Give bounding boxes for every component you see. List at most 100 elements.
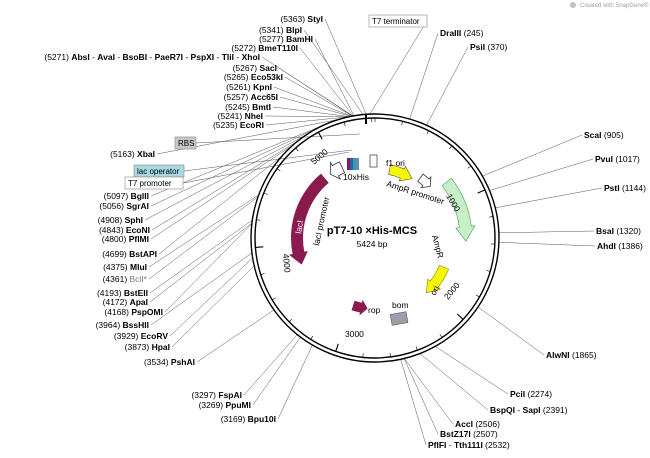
restriction-site[interactable]: BstZ17I (2507) [440,429,498,439]
restriction-site[interactable]: (5257) Acc65I [224,92,278,102]
leader-line [265,116,349,126]
site-position: (5257) [224,92,251,102]
restriction-site[interactable]: (5272) BmeT110I [231,43,298,53]
restriction-site[interactable]: (5267) SacI [233,63,277,73]
feature-bom[interactable] [389,311,409,326]
restriction-site[interactable]: (3964) BssHII [96,320,149,330]
leader-line [264,115,349,118]
site-position: (2506) [473,419,500,429]
tick-mark [426,130,429,135]
restriction-site[interactable]: (5056) SgrAI [99,201,149,211]
feature-label-laci: lacI [293,220,305,235]
leader-line [149,222,253,303]
tick-mark [439,334,443,338]
feature-small-box[interactable] [369,154,378,168]
tick-mark [489,216,494,218]
label-rbs[interactable]: RBS [174,136,197,150]
site-enzyme-name: BmeT110I [258,43,298,53]
tick-mark [260,273,265,275]
feature-f1-ori[interactable] [388,164,413,182]
site-position: (245) [461,28,483,38]
restriction-site[interactable]: (4699) BstAPI [102,249,157,259]
leader-line [171,265,255,348]
site-enzyme-name: BmtI [252,102,271,112]
feature-ampr[interactable] [441,177,476,242]
restriction-site[interactable]: ScaI (905) [584,130,624,140]
restriction-site[interactable]: (4800) PflMI [102,234,149,244]
restriction-site[interactable]: (3873) HpaI [125,342,170,352]
restriction-site[interactable]: BspQI - SapI (2391) [490,405,568,415]
leader-line [495,187,603,209]
restriction-site[interactable]: (4193) BstEII [97,288,148,298]
leader-line [299,47,354,117]
restriction-site[interactable]: (5271) AbsI - AvaI - BsoBI - PaeR7I - Ps… [44,52,260,62]
restriction-site[interactable]: (5163) XbaI [110,149,155,159]
site-enzyme-name: BclI* [130,274,148,284]
feature-laci-promoter[interactable] [329,161,346,181]
tick-mark [295,147,299,152]
feature-ampr-promoter[interactable] [417,173,432,189]
restriction-site[interactable]: (4375) MluI [103,262,147,272]
restriction-site[interactable]: (5245) BmtI [225,102,271,112]
leader-line [183,149,353,172]
restriction-site[interactable]: (4168) PspOMI [104,307,163,317]
restriction-site[interactable]: (4172) ApaI [103,297,148,307]
restriction-site[interactable]: AhdI (1386) [597,241,643,251]
restriction-site[interactable]: (4843) EcoNI [99,225,150,235]
restriction-site[interactable]: PflFI - Tth111I (2532) [428,440,510,450]
restriction-site[interactable]: AlwNI (1865) [546,350,597,360]
restriction-site[interactable]: (3534) PshAI [144,357,195,367]
restriction-site-label: (3534) PshAI [144,357,195,367]
site-position: (1144) [620,183,646,193]
site-position: (5341) [259,25,286,35]
restriction-site[interactable]: (5235) EcoRI [213,120,264,130]
restriction-site[interactable]: (5265) Eco53kI [224,72,283,82]
tick-mark [272,297,276,301]
leader-line [272,106,350,117]
restriction-site[interactable]: (5277) BamHI [259,34,313,44]
leader-line [150,144,294,240]
restriction-site-label: (3964) BssHII [96,320,149,330]
restriction-site-label: (5261) KpnI [226,82,272,92]
restriction-site[interactable]: PstI (1144) [604,183,646,193]
label-t7-terminator[interactable]: T7 terminator [368,14,428,28]
tick-mark [389,352,391,358]
restriction-site[interactable]: DraIII (245) [440,28,484,38]
restriction-site[interactable]: (3169) Bpu10I [221,414,276,424]
restriction-site-label: (5267) SacI [233,63,277,73]
feature-ori[interactable] [425,264,450,294]
site-position: (4699) [102,249,129,259]
feature-laci[interactable] [289,173,329,265]
restriction-site[interactable]: (3929) EcoRV [114,331,169,341]
site-enzyme-name: BstZ17I [440,429,471,439]
svg-text:Created with SnapGene®: Created with SnapGene® [580,2,649,9]
restriction-site[interactable]: BsaI (1320) [596,226,641,236]
tick-mark [288,318,293,323]
restriction-site[interactable]: (4908) SphI [98,215,143,225]
site-position: (1386) [616,241,643,251]
restriction-site[interactable]: (5363) StyI [280,14,323,24]
restriction-site[interactable]: AccI (2506) [455,419,500,429]
feature-10xhis[interactable] [347,158,359,170]
restriction-site-label: BsaI (1320) [596,226,641,236]
restriction-site[interactable]: PvuI (1017) [595,154,640,164]
restriction-site[interactable]: (5097) BglII [104,191,149,201]
restriction-site[interactable]: PsiI (370) [470,42,507,52]
site-enzyme-name: BamHI [286,34,313,44]
restriction-site-label: PstI (1144) [604,183,646,193]
restriction-site[interactable]: (3269) PpuMI [199,400,251,410]
restriction-site[interactable]: (5241) NheI [218,111,263,121]
restriction-site[interactable]: PciI (2274) [510,389,552,399]
restriction-site[interactable]: (5341) BlpI [259,25,302,35]
label-t7-promoter[interactable]: T7 promoter [124,176,184,190]
restriction-site[interactable]: (4361) BclI* [103,274,148,284]
feature-rop[interactable] [351,299,368,316]
site-position: (5056) [99,201,126,211]
restriction-site[interactable]: (3297) FspAI [191,390,242,400]
restriction-site[interactable]: (5261) KpnI [226,82,272,92]
label-lac-operator[interactable]: lac operator [133,164,185,178]
site-position: (5261) [226,82,253,92]
site-enzyme-name: SapI [523,405,541,415]
site-enzyme-name: AlwNI [546,350,570,360]
site-enzyme-name: PshAI [171,357,195,367]
